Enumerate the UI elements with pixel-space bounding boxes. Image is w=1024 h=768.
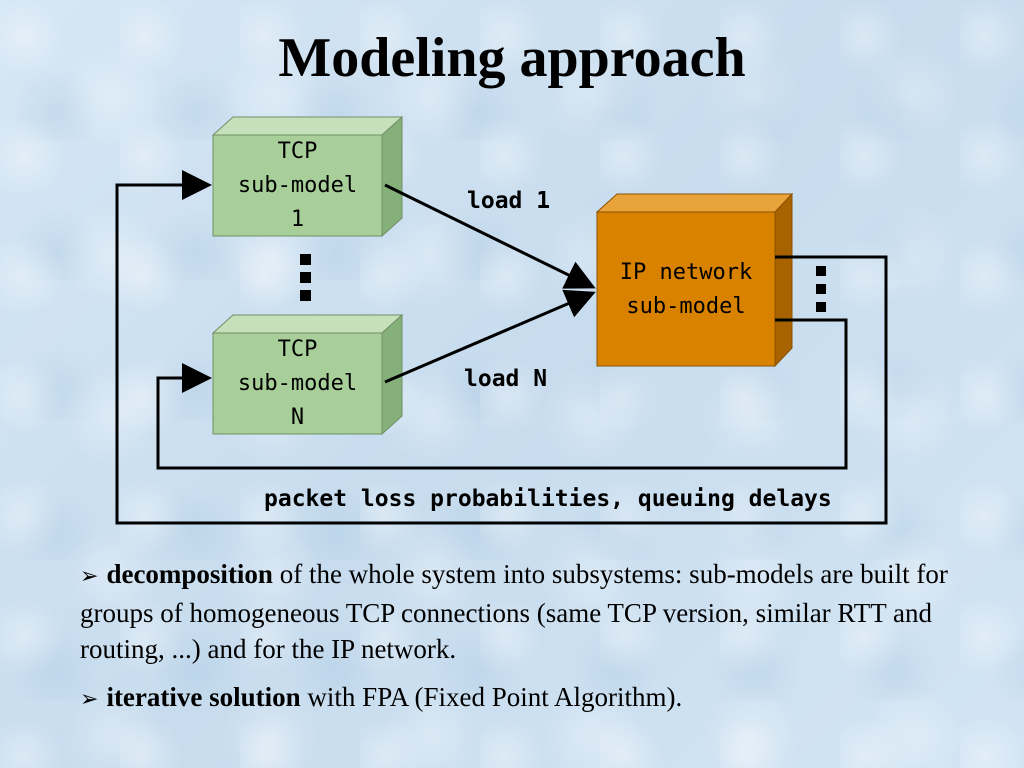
bullet-list: ➢ decomposition of the whole system into …	[80, 556, 960, 730]
feedback-label: packet loss probabilities, queuing delay…	[264, 486, 832, 512]
feedback-loop-inner	[156, 318, 848, 470]
bullet-text: with FPA (Fixed Point Algorithm).	[300, 682, 683, 712]
tcp-sub-model-n-label: TCP sub-model N	[237, 337, 358, 430]
tcp-sub-model-1-box	[211, 115, 404, 238]
bullet-bold-term: decomposition	[106, 559, 273, 589]
bullet-text: of the whole system into subsystems: sub…	[80, 559, 948, 664]
bullet-bold-term: iterative solution	[106, 682, 301, 712]
load-n-arrow	[384, 289, 596, 384]
bullet-decomposition: ➢ decomposition of the whole system into …	[80, 556, 960, 667]
tcp-ellipsis	[300, 254, 311, 301]
bullet-arrow-icon: ➢	[80, 564, 99, 589]
tcp-sub-model-1-label: TCP sub-model 1	[237, 139, 358, 232]
ip-network-sub-model-label: IP network sub-model	[619, 260, 753, 319]
load-n-label: load N	[464, 366, 548, 392]
load-1-label: load 1	[467, 188, 551, 214]
tcp-sub-model-n-box	[211, 313, 404, 436]
bullet-iterative-solution: ➢ iterative solution with FPA (Fixed Poin…	[80, 679, 960, 718]
bullet-arrow-icon: ➢	[80, 687, 99, 712]
feedback-loop-outer	[115, 170, 888, 525]
ip-output-ellipsis	[816, 266, 826, 312]
slide-title: Modeling approach	[278, 27, 746, 89]
load-1-arrow	[384, 183, 596, 289]
ip-network-sub-model-box	[595, 192, 794, 368]
